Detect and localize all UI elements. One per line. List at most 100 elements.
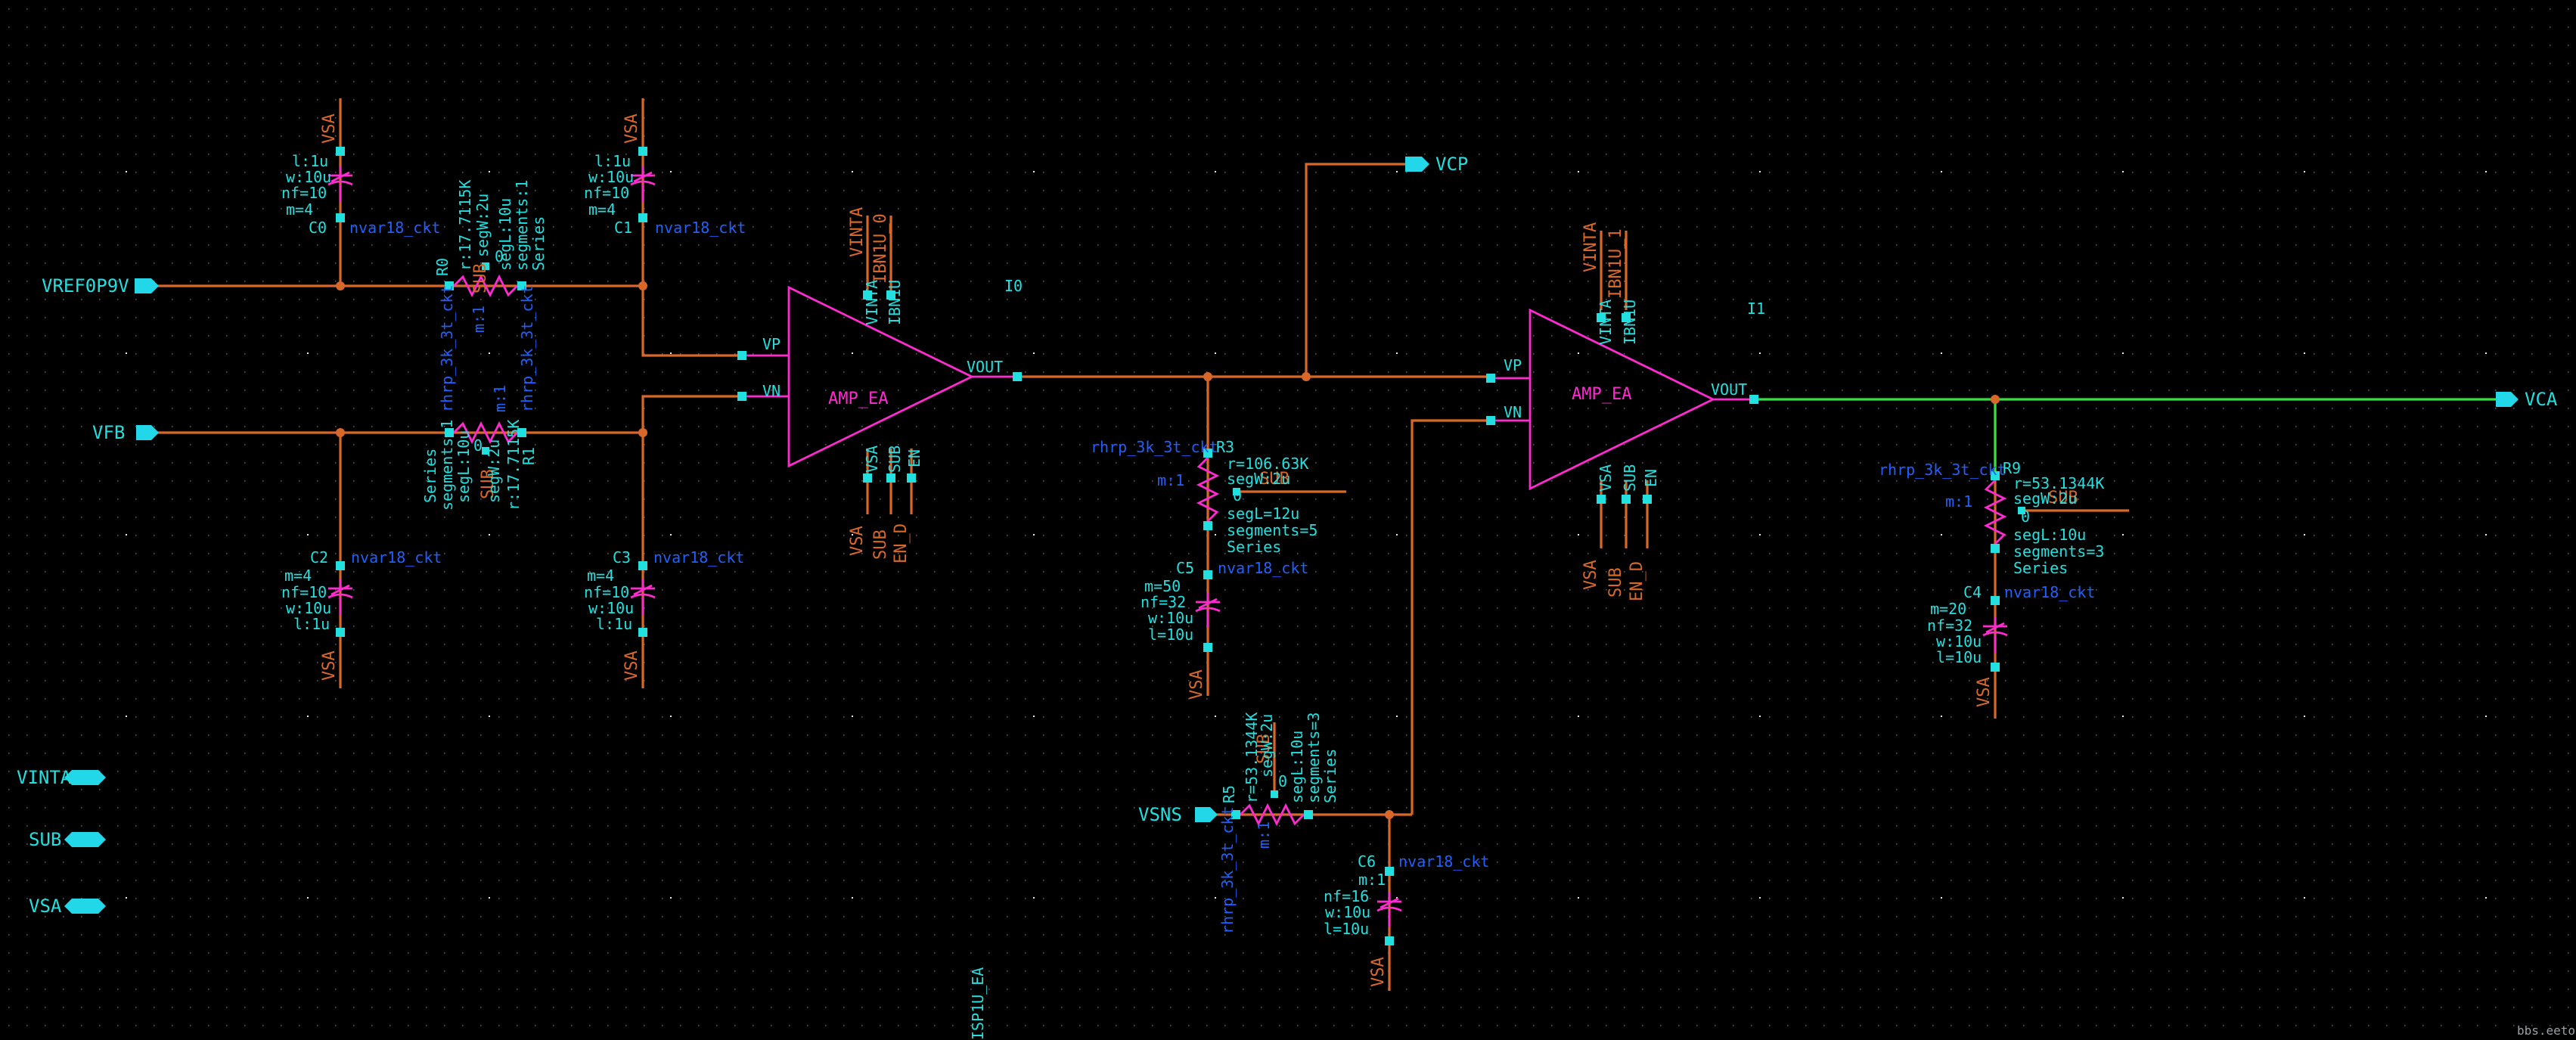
- svg-text:VCP: VCP: [1435, 154, 1468, 175]
- svg-text:l:1u: l:1u: [292, 152, 328, 170]
- svg-text:I0: I0: [1004, 277, 1023, 295]
- svg-text:nf=10: nf=10: [281, 184, 327, 202]
- svg-text:0: 0: [473, 436, 483, 455]
- svg-text:R0: R0: [433, 258, 452, 276]
- resistor-r3[interactable]: [1196, 449, 1240, 530]
- port-vca[interactable]: VCA: [2496, 389, 2558, 410]
- svg-text:r:17.7115K: r:17.7115K: [456, 180, 474, 271]
- port-vsns[interactable]: VSNS: [1138, 804, 1218, 825]
- svg-text:VSA: VSA: [320, 113, 339, 144]
- svg-text:VSNS: VSNS: [1138, 804, 1182, 825]
- capacitor-c0[interactable]: [327, 147, 353, 222]
- svg-text:nvar18_ckt: nvar18_ckt: [655, 219, 746, 237]
- svg-text:nvar18_ckt: nvar18_ckt: [2004, 583, 2095, 601]
- port-sub[interactable]: SUB: [29, 829, 106, 850]
- svg-text:m:1: m:1: [1358, 871, 1386, 889]
- svg-text:segments:1: segments:1: [438, 420, 456, 511]
- svg-text:nvar18_ckt: nvar18_ckt: [653, 548, 744, 567]
- svg-text:SUB: SUB: [886, 445, 904, 473]
- capacitor-c5[interactable]: [1195, 570, 1221, 652]
- svg-text:VSA: VSA: [1975, 677, 1994, 707]
- cap-c1-labels: l:1u w:10u nf=10 m=4 C1 nvar18_ckt: [584, 152, 746, 237]
- cap-c5-labels: C5 nvar18_ckt m=50 nf=32 w:10u l=10u: [1141, 559, 1308, 644]
- svg-text:m:1: m:1: [1255, 821, 1273, 849]
- capacitor-c1[interactable]: [630, 147, 656, 222]
- svg-text:SUB: SUB: [29, 829, 61, 850]
- capacitor-c2[interactable]: [327, 561, 353, 637]
- svg-text:segW:2u: segW:2u: [485, 439, 503, 503]
- svg-text:l:1u: l:1u: [594, 152, 631, 170]
- svg-text:segL:10u: segL:10u: [455, 430, 473, 503]
- svg-text:nvar18_ckt: nvar18_ckt: [351, 548, 442, 567]
- res-r5-labels: rhrp_3k_3t_ckt R5 r=53.1344K segW:2u seg…: [1218, 712, 1339, 934]
- port-vcp[interactable]: VCP: [1405, 154, 1468, 175]
- svg-text:rhrp_3k_3t_ckt: rhrp_3k_3t_ckt: [438, 284, 456, 412]
- svg-text:SUB: SUB: [1606, 567, 1625, 598]
- svg-text:IBN1U_0: IBN1U_0: [871, 213, 890, 284]
- resistor-r0[interactable]: [445, 262, 526, 298]
- svg-text:l=10u: l=10u: [1936, 648, 1982, 666]
- resistor-r1[interactable]: [445, 421, 526, 455]
- svg-text:nvar18_ckt: nvar18_ckt: [1218, 559, 1308, 577]
- svg-text:C4: C4: [1963, 583, 1982, 601]
- svg-text:VINTA: VINTA: [17, 767, 72, 788]
- res-r3-labels: rhrp_3k_3t_ckt R3 m:1 r=106.63K segW:2u …: [1091, 438, 1317, 556]
- svg-text:VREF0P9V: VREF0P9V: [42, 275, 129, 296]
- port-vsa[interactable]: VSA: [29, 896, 106, 917]
- resistor-r9[interactable]: [1983, 471, 2025, 553]
- amplifier-i1[interactable]: [1486, 308, 1758, 504]
- amplifier-i0[interactable]: [737, 285, 1022, 483]
- svg-text:VOUT: VOUT: [1711, 380, 1747, 399]
- svg-text:R3: R3: [1216, 438, 1234, 456]
- svg-text:w:10u: w:10u: [1936, 632, 1982, 650]
- svg-text:AMP_EA: AMP_EA: [1572, 385, 1631, 404]
- svg-text:l:1u: l:1u: [596, 615, 632, 633]
- svg-text:w:10u: w:10u: [286, 168, 331, 186]
- svg-text:SUB: SUB: [479, 469, 498, 499]
- svg-text:VINTA: VINTA: [1597, 300, 1615, 345]
- svg-text:VINTA: VINTA: [1581, 222, 1600, 272]
- port-vinta[interactable]: VINTA: [17, 767, 106, 788]
- watermark: bbs.eetop.cn: [2517, 1023, 2576, 1038]
- svg-text:VSA: VSA: [622, 650, 641, 681]
- svg-text:VSA: VSA: [320, 650, 339, 681]
- svg-text:m:1: m:1: [1945, 492, 1972, 511]
- svg-text:m:1: m:1: [491, 385, 509, 412]
- port-vfb[interactable]: VFB: [92, 422, 159, 443]
- svg-text:segW:2u: segW:2u: [2013, 489, 2077, 508]
- svg-text:nf=10: nf=10: [281, 583, 327, 601]
- net-labels: VSA VSA VSA VSA VSA VSA VSA VINTA IBN1U_…: [320, 113, 2078, 987]
- svg-text:m=50: m=50: [1144, 577, 1181, 595]
- svg-text:VSA: VSA: [848, 526, 867, 556]
- svg-text:w:10u: w:10u: [588, 168, 634, 186]
- capacitor-c6[interactable]: [1376, 867, 1402, 945]
- svg-text:C0: C0: [309, 219, 327, 237]
- svg-text:SUB: SUB: [1259, 470, 1290, 489]
- svg-text:VSA: VSA: [29, 896, 62, 917]
- capacitor-c3[interactable]: [630, 561, 656, 637]
- svg-text:m:1: m:1: [470, 306, 488, 333]
- svg-text:C1: C1: [614, 219, 632, 237]
- svg-text:VINTA: VINTA: [863, 280, 881, 325]
- svg-text:Series: Series: [2013, 559, 2068, 577]
- resistor-r5[interactable]: [1231, 790, 1313, 827]
- svg-text:R5: R5: [1220, 785, 1238, 803]
- svg-text:segL:10u: segL:10u: [1288, 731, 1306, 803]
- svg-text:EN_D: EN_D: [892, 523, 911, 563]
- svg-text:SUB: SUB: [2048, 489, 2078, 508]
- svg-text:I1: I1: [1747, 300, 1765, 318]
- svg-text:EN_D: EN_D: [1628, 561, 1646, 601]
- capacitor-c4[interactable]: [1982, 596, 2008, 672]
- svg-text:IBN1U_1: IBN1U_1: [1606, 228, 1625, 299]
- cap-c0-labels: l:1u w:10u nf=10 m=4 C0 nvar18_ckt: [281, 152, 440, 237]
- port-vref0p9v[interactable]: VREF0P9V: [42, 275, 159, 296]
- svg-text:segments=3: segments=3: [2013, 542, 2104, 560]
- svg-text:VSA: VSA: [1187, 669, 1206, 700]
- svg-text:nf=10: nf=10: [584, 583, 629, 601]
- svg-text:r=53.1344K: r=53.1344K: [1243, 712, 1261, 803]
- res-r1-labels: rhrp_3k_3t_ckt R1 r:17.7115K segW:2u seg…: [421, 284, 538, 511]
- svg-text:w:10u: w:10u: [588, 599, 634, 617]
- svg-text:m=4: m=4: [284, 567, 312, 585]
